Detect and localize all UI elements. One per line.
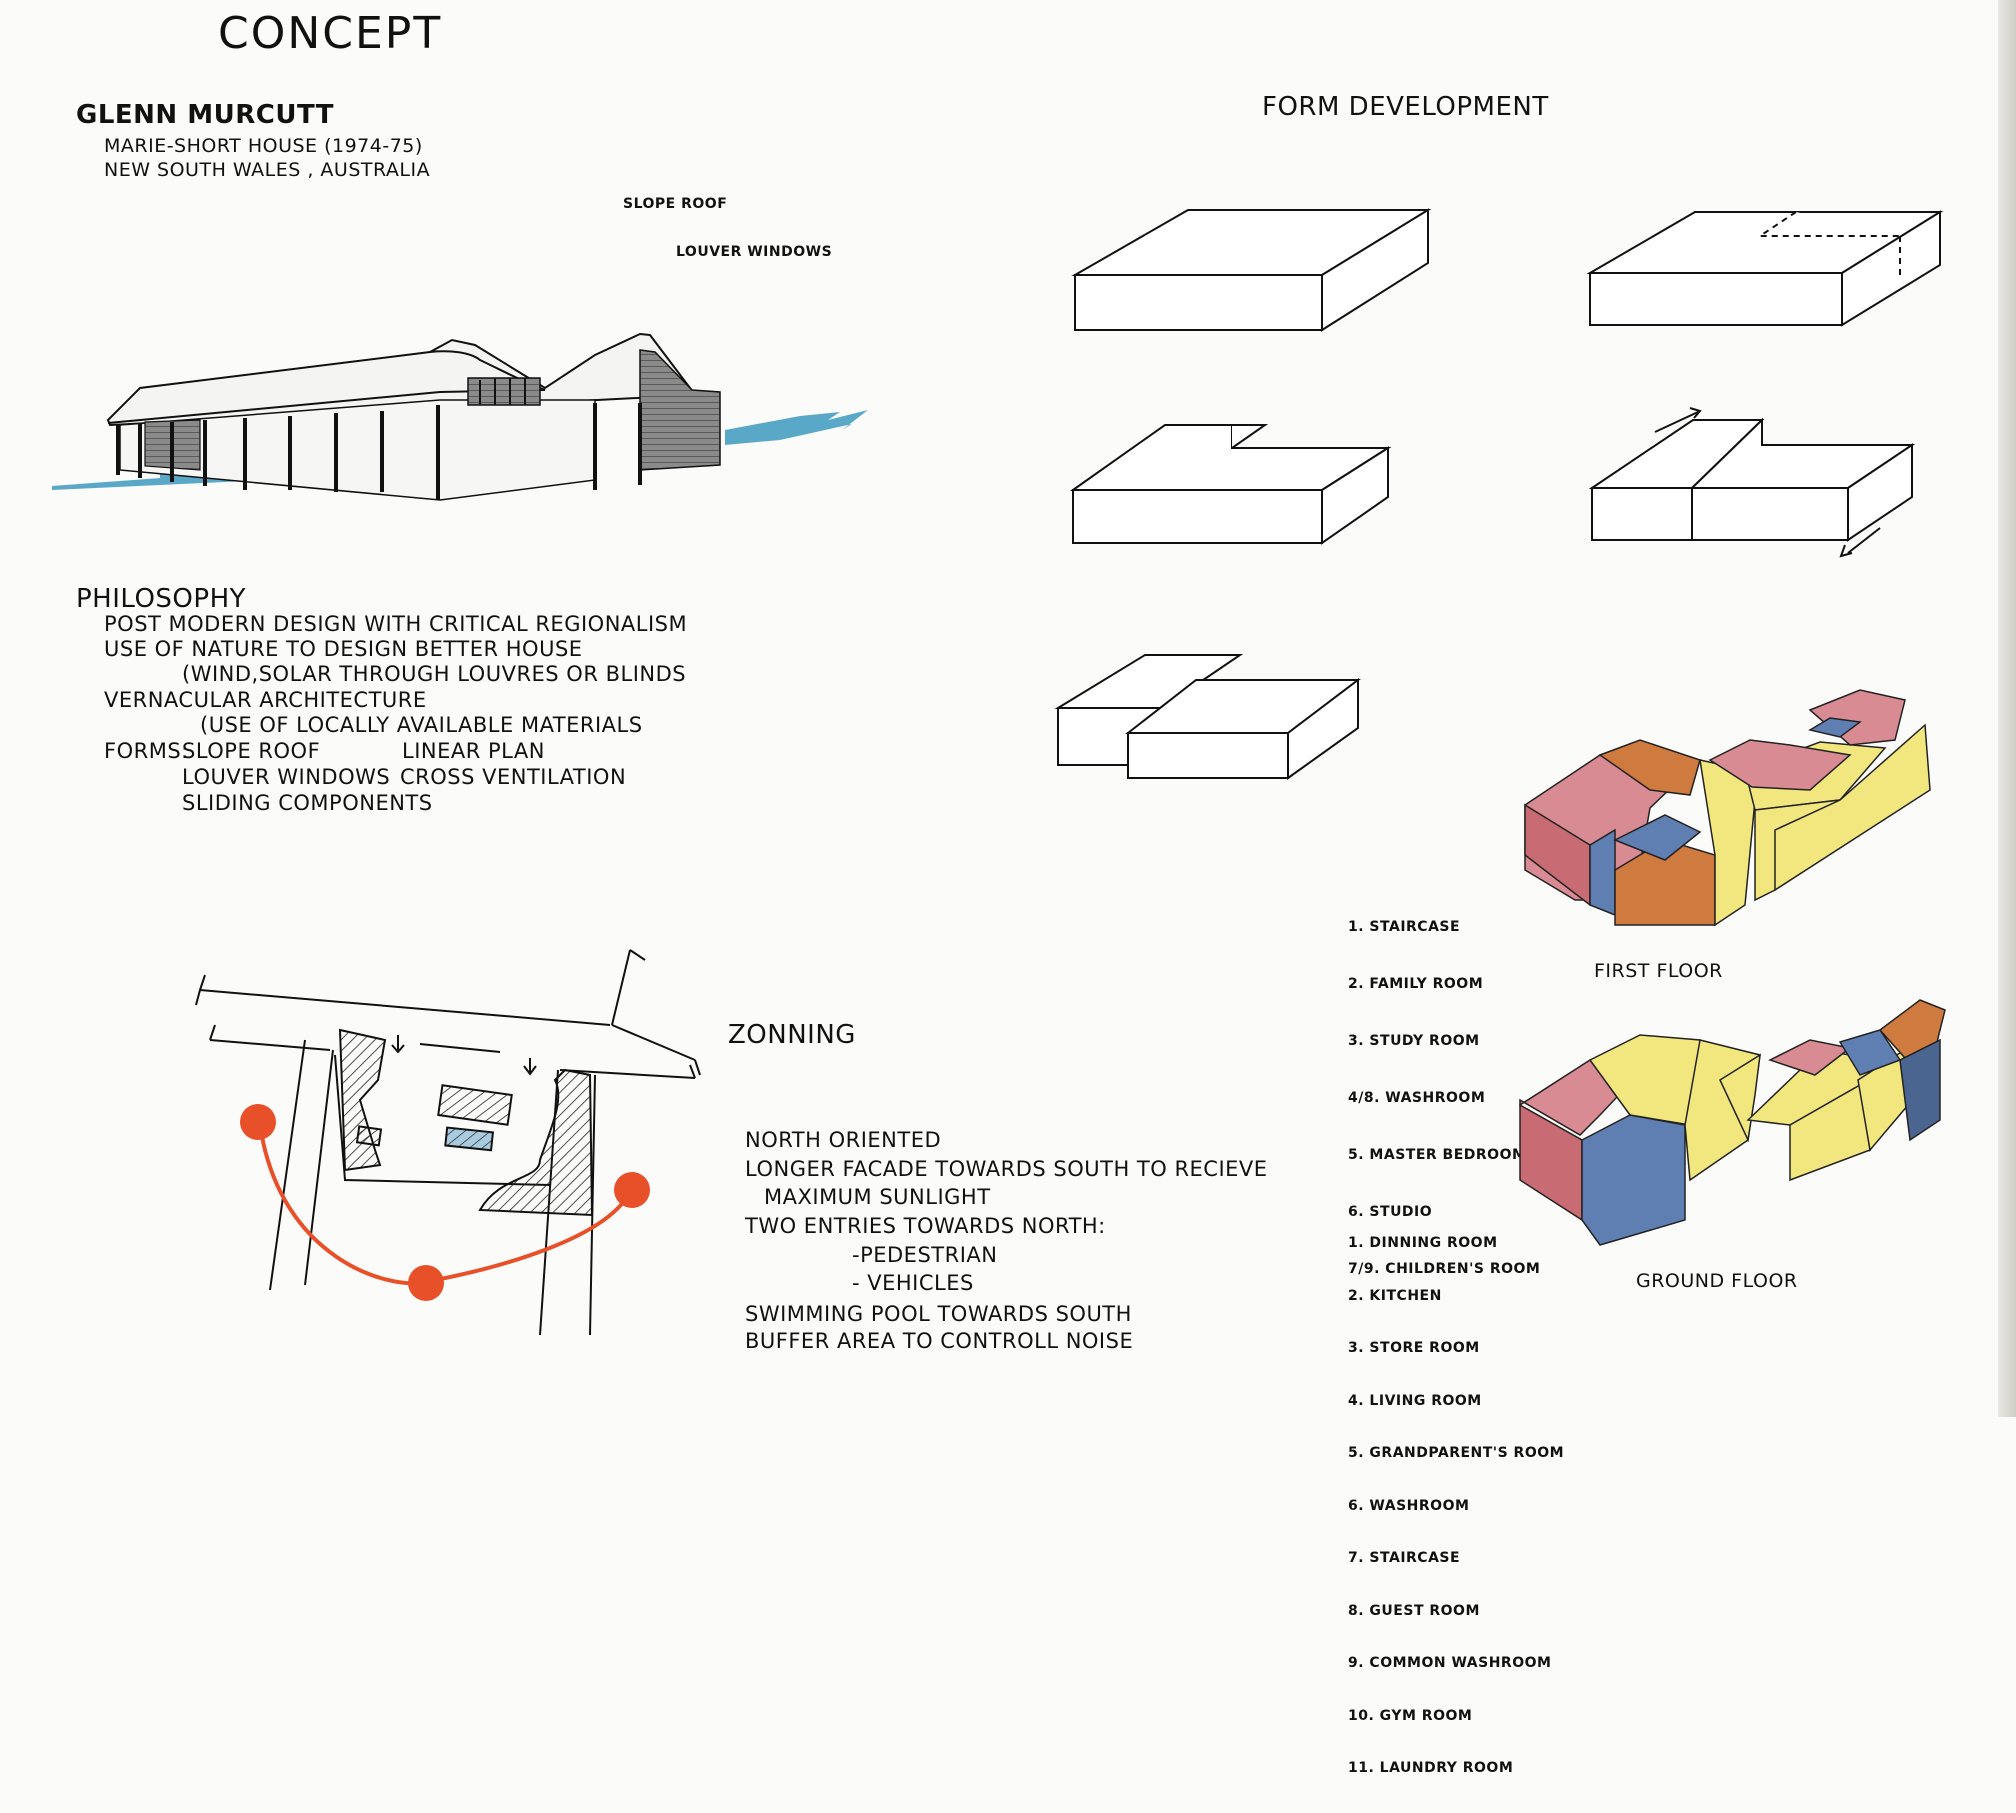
sun-marker bbox=[408, 1265, 444, 1301]
zoning-line: NORTH ORIENTED bbox=[745, 1128, 942, 1152]
sun-marker bbox=[614, 1172, 650, 1208]
philosophy-line: VERNACULAR ARCHITECTURE bbox=[104, 688, 427, 712]
form-development-blocks bbox=[1054, 208, 1944, 780]
zoning-line: - VEHICLES bbox=[852, 1271, 974, 1295]
form-item: LINEAR PLAN bbox=[402, 739, 545, 763]
philosophy-line: (WIND,SOLAR THROUGH LOUVRES OR BLINDS bbox=[182, 662, 687, 686]
zoning-plan bbox=[195, 949, 701, 1336]
project-location: NEW SOUTH WALES , AUSTRALIA bbox=[104, 159, 431, 181]
legend-item: 6. STUDIO bbox=[1348, 1204, 1433, 1220]
legend-item: 7. STAIRCASE bbox=[1348, 1550, 1461, 1566]
zoning-line: LONGER FACADE TOWARDS SOUTH TO RECIEVE bbox=[745, 1157, 1268, 1181]
legend-item: 6. WASHROOM bbox=[1348, 1497, 1470, 1514]
philosophy-line: (USE OF LOCALLY AVAILABLE MATERIALS bbox=[200, 713, 643, 737]
legend-item: 2. FAMILY ROOM bbox=[1348, 976, 1484, 992]
philosophy-line: POST MODERN DESIGN WITH CRITICAL REGIONA… bbox=[104, 612, 688, 636]
philosophy-line: USE OF NATURE TO DESIGN BETTER HOUSE bbox=[104, 637, 583, 661]
project-name: MARIE-SHORT HOUSE (1974-75) bbox=[104, 135, 423, 157]
label-louver-windows: LOUVER WINDOWS bbox=[676, 244, 833, 260]
legend-item: 3. STORE ROOM bbox=[1348, 1340, 1480, 1356]
form-block-2 bbox=[1586, 210, 1944, 327]
page-title: CONCEPT bbox=[218, 8, 443, 59]
ground-floor-label: GROUND FLOOR bbox=[1636, 1270, 1798, 1292]
house-sketch bbox=[52, 332, 868, 501]
legend-item: 10. GYM ROOM bbox=[1348, 1707, 1473, 1724]
concept-sheet: CONCEPT GLENN MURCUTT MARIE-SHORT HOUSE … bbox=[52, 0, 2016, 1776]
zoning-line: TWO ENTRIES TOWARDS NORTH: bbox=[745, 1214, 1106, 1238]
ground-floor-iso bbox=[1519, 999, 1946, 1246]
label-slope-roof: SLOPE ROOF bbox=[623, 196, 728, 212]
form-item: CROSS VENTILATION bbox=[400, 765, 627, 789]
legend-item: 7/9. CHILDREN'S ROOM bbox=[1348, 1261, 1541, 1277]
form-item: LOUVER WINDOWS bbox=[182, 765, 391, 789]
legend-item: 4. LIVING ROOM bbox=[1348, 1392, 1482, 1409]
first-floor-iso bbox=[1524, 689, 1931, 927]
drawings-layer bbox=[52, 208, 1946, 1336]
first-floor-label: FIRST FLOOR bbox=[1594, 960, 1723, 982]
philosophy-heading: PHILOSOPHY bbox=[76, 584, 247, 614]
architect-name: GLENN MURCUTT bbox=[76, 100, 335, 130]
form-block-5 bbox=[1054, 654, 1361, 780]
legend-item: 4/8. WASHROOM bbox=[1348, 1090, 1486, 1106]
legend-item: 1. DINNING ROOM bbox=[1348, 1235, 1498, 1251]
zoning-heading: ZONNING bbox=[728, 1020, 856, 1050]
forms-label: FORMS: bbox=[104, 739, 189, 763]
legend-item: 8. GUEST ROOM bbox=[1348, 1602, 1480, 1619]
form-item: SLIDING COMPONENTS bbox=[182, 791, 433, 815]
sun-marker bbox=[240, 1104, 276, 1140]
legend-item: 1. STAIRCASE bbox=[1348, 919, 1461, 935]
legend-item: 2. KITCHEN bbox=[1348, 1287, 1442, 1304]
zoning-line: SWIMMING POOL TOWARDS SOUTH bbox=[745, 1302, 1132, 1326]
legend-item: 5. MASTER BEDROOM bbox=[1348, 1147, 1527, 1163]
form-block-3 bbox=[1069, 424, 1392, 545]
zoning-line: -PEDESTRIAN bbox=[852, 1243, 998, 1267]
wind-flow-right bbox=[725, 410, 868, 445]
form-item: SLOPE ROOF bbox=[182, 739, 321, 763]
first-floor-legend: 1. STAIRCASE 2. FAMILY ROOM 3. STUDY ROO… bbox=[1348, 880, 1540, 1317]
legend-item: 5. GRANDPARENT'S ROOM bbox=[1348, 1445, 1565, 1461]
page-edge bbox=[1998, 0, 2016, 1417]
form-development-heading: FORM DEVELOPMENT bbox=[1262, 92, 1549, 122]
legend-item: 9. COMMON WASHROOM bbox=[1348, 1655, 1552, 1671]
zoning-line: MAXIMUM SUNLIGHT bbox=[764, 1185, 991, 1209]
form-block-4 bbox=[1588, 407, 1916, 558]
legend-item: 11. LAUNDRY ROOM bbox=[1348, 1760, 1514, 1776]
zoning-line: BUFFER AREA TO CONTROLL NOISE bbox=[745, 1329, 1134, 1353]
form-block-1 bbox=[1071, 208, 1432, 332]
legend-item: 3. STUDY ROOM bbox=[1348, 1033, 1480, 1049]
